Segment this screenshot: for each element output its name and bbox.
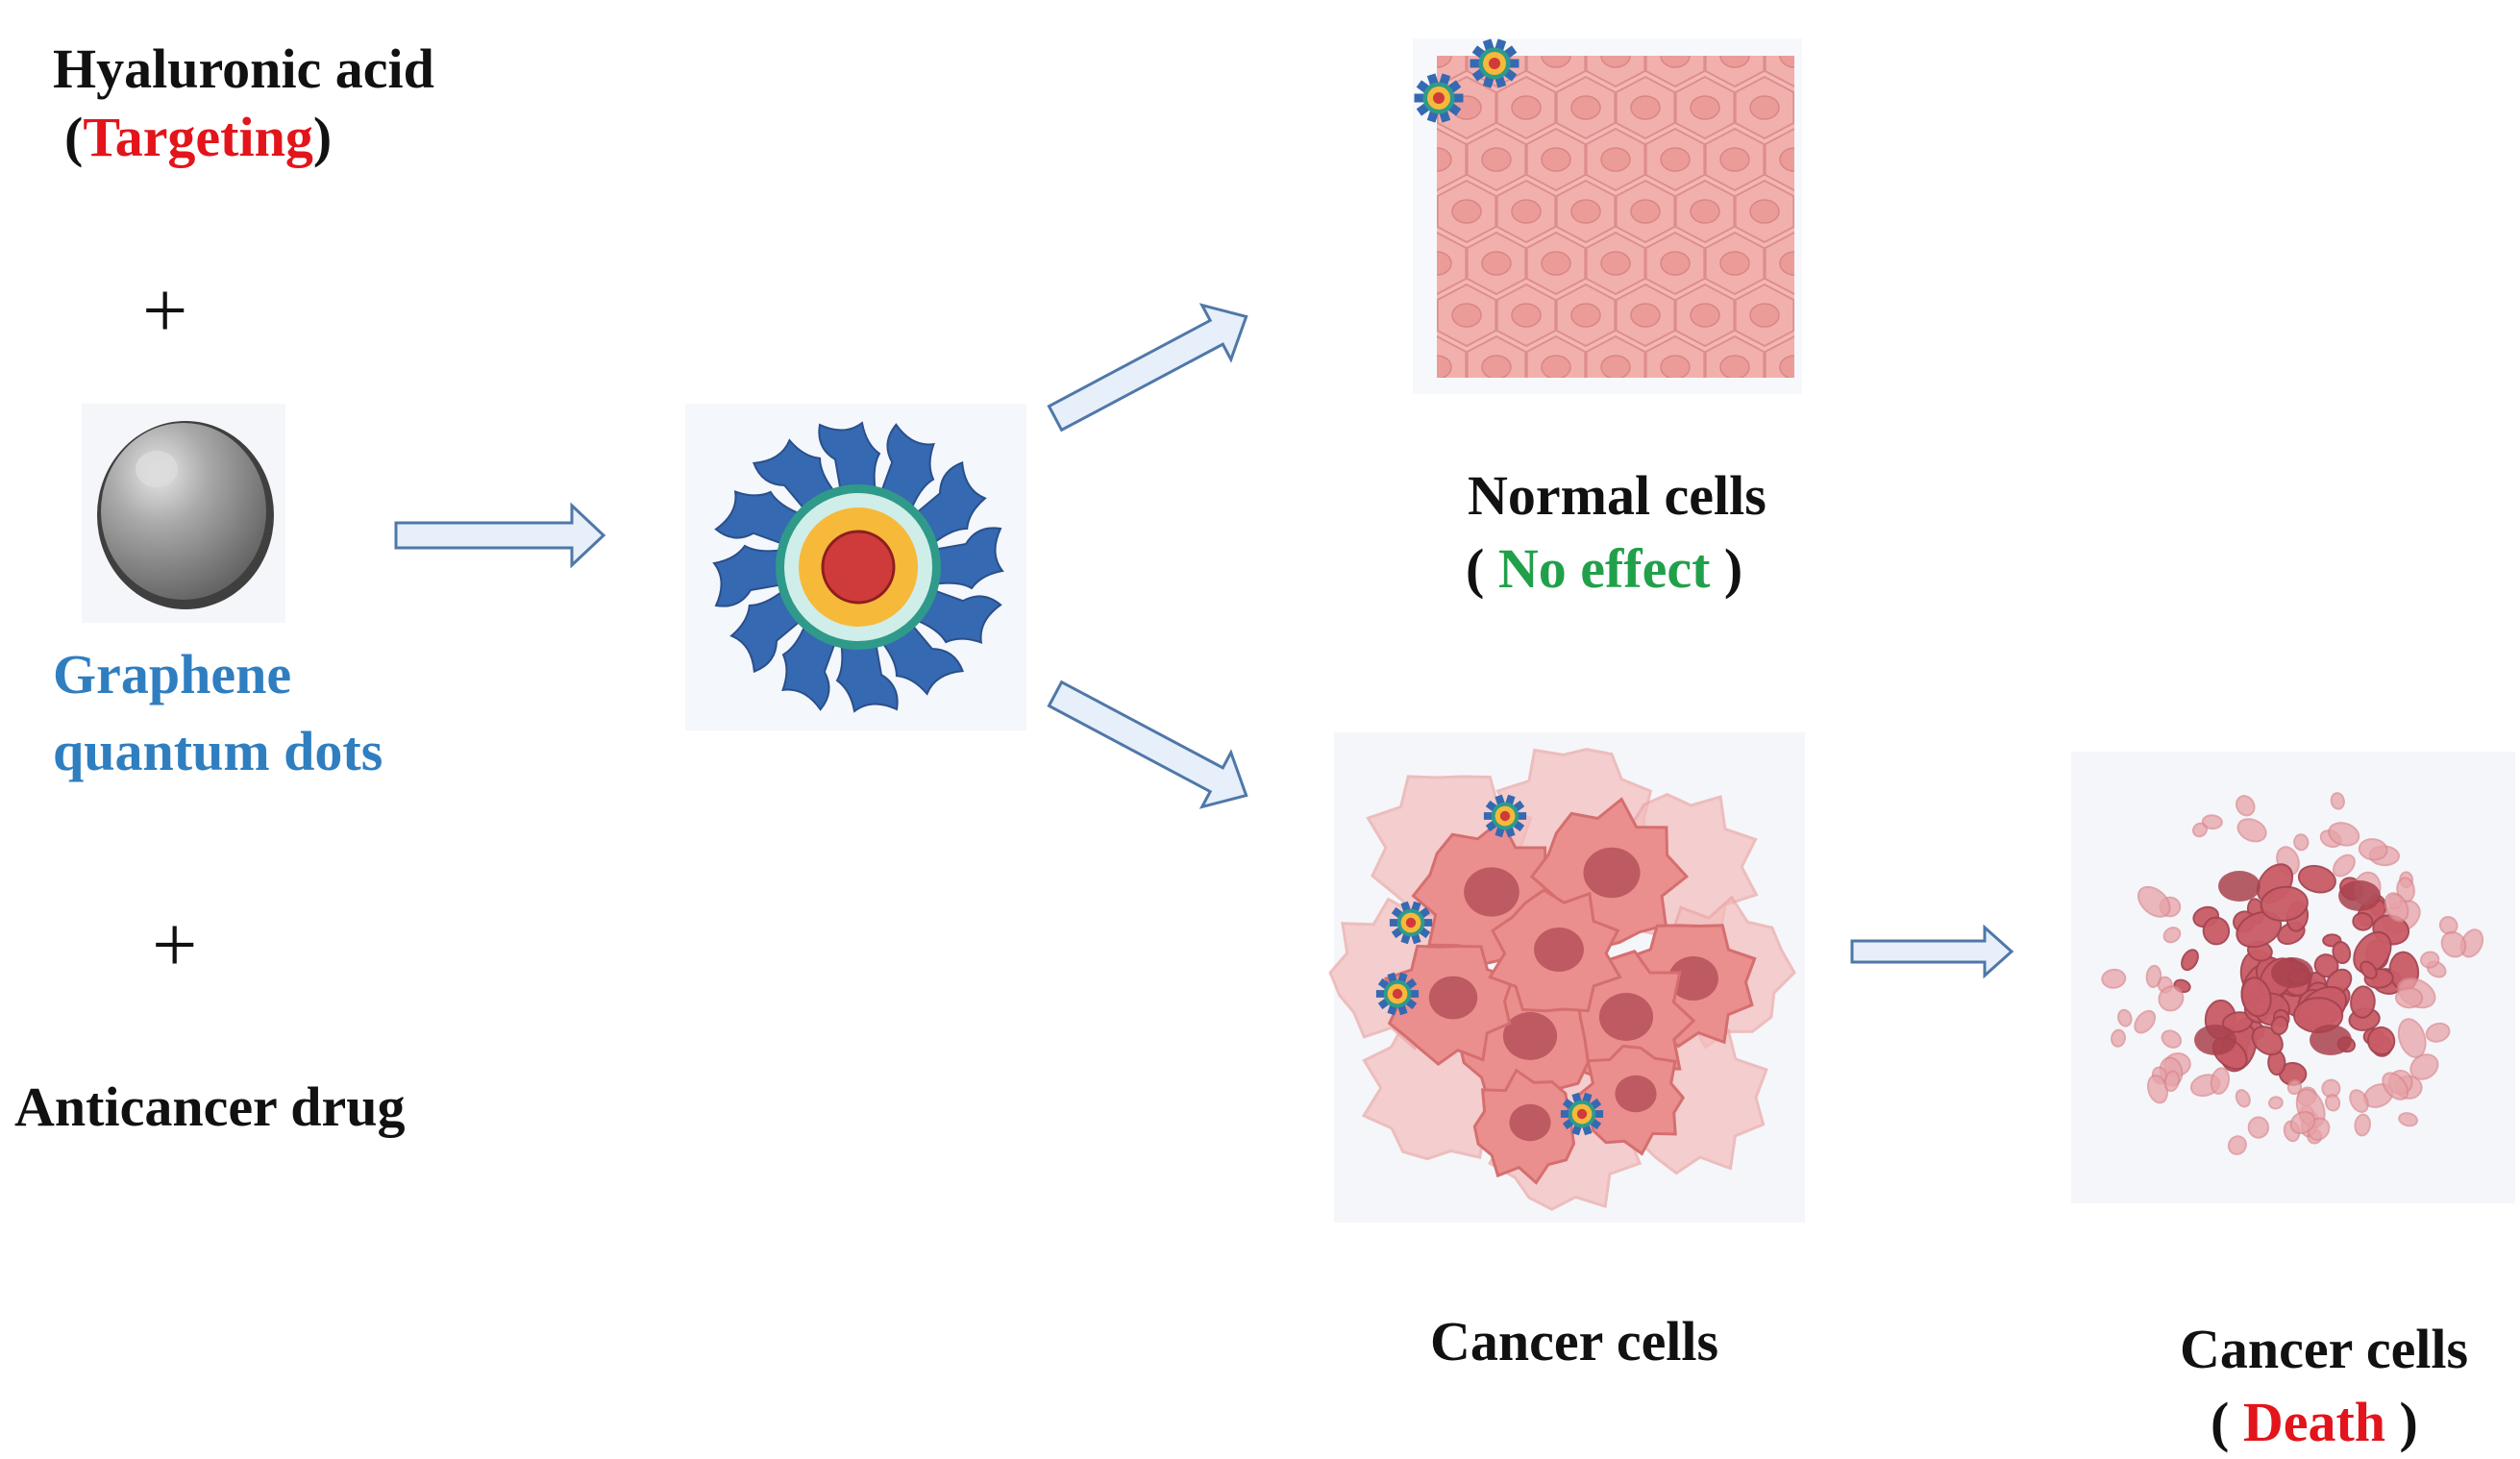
no-effect-label: No effect xyxy=(1497,537,1711,600)
normal-tissue-icon xyxy=(1413,38,1802,394)
normal-cells-label: Normal cells ( No effect ) xyxy=(1466,459,1766,606)
arrow-to-normal-cells xyxy=(1047,303,1248,433)
hyaluronic-acid-title: Hyaluronic acid xyxy=(53,37,434,100)
targeting-label: Targeting xyxy=(83,106,313,168)
death-line: ( Death ) xyxy=(2211,1391,2418,1453)
arrow-to-cancer-cells xyxy=(1047,680,1248,809)
dead-cancer-cells-icon xyxy=(2071,752,2515,1203)
no-effect-line: ( No effect ) xyxy=(1466,537,1743,600)
plus-sign-2: + xyxy=(152,901,198,990)
cancer-cell-cluster-icon xyxy=(1328,732,1805,1223)
nanoparticle-mini-icons xyxy=(1414,38,1519,123)
graphene-quantum-dots-label: Graphene quantum dots xyxy=(53,643,383,782)
right-arrow-icon xyxy=(394,502,606,569)
arrow-to-cell-death xyxy=(1850,924,2014,979)
nanoparticle-icon xyxy=(685,404,1026,730)
grey-sphere-icon xyxy=(82,404,285,623)
targeting-line: (Targeting) xyxy=(64,106,333,168)
death-label: Death xyxy=(2242,1391,2386,1453)
cancer-cells-label: Cancer cells xyxy=(1430,1310,1719,1372)
plus-sign-1: + xyxy=(142,266,188,356)
hyaluronic-acid-arms xyxy=(712,421,1004,713)
cancer-cells-death-label: Cancer cells ( Death ) xyxy=(2180,1313,2468,1459)
hyaluronic-acid-label: Hyaluronic acid (Targeting) xyxy=(53,37,434,169)
anticancer-drug-label: Anticancer drug xyxy=(14,1076,406,1138)
